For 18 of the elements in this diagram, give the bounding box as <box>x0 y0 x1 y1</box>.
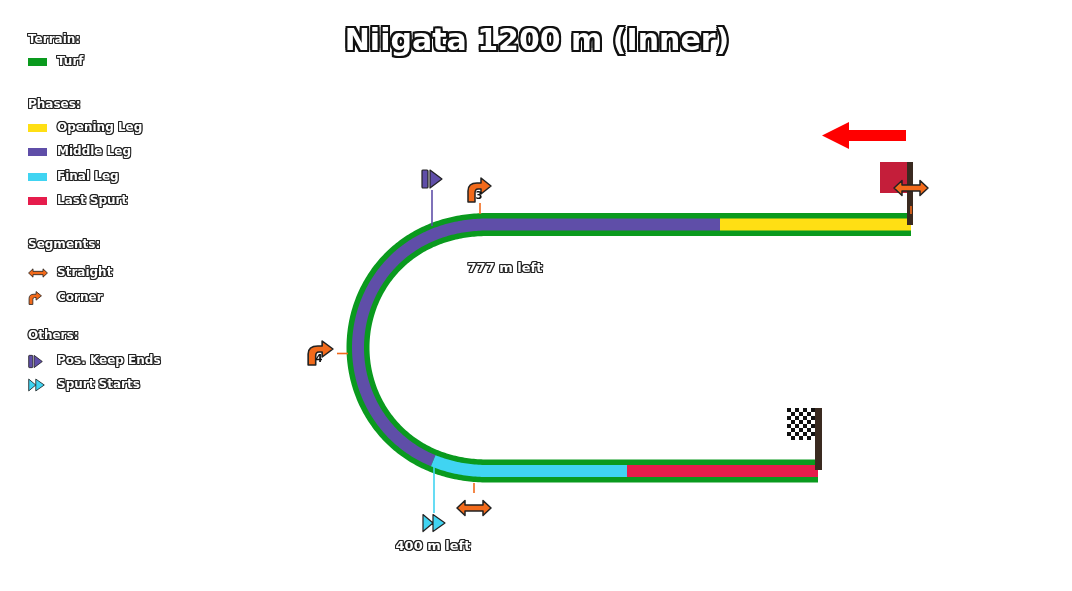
legend-heading: Terrain: <box>28 33 81 47</box>
distance-label: 400 m left <box>395 538 471 554</box>
legend-heading: Segments: <box>28 238 101 252</box>
legend-label: Opening Leg <box>57 121 143 135</box>
corner-number: 4 <box>315 353 323 365</box>
legend-label: Corner <box>57 291 103 305</box>
legend-label: Spurt Starts <box>57 378 140 392</box>
legend-label: Pos. Keep Ends <box>57 354 161 368</box>
title: Niigata 1200 m (Inner) <box>344 22 730 58</box>
legend-label: Final Leg <box>57 170 119 184</box>
distance-label: 777 m left <box>467 260 543 276</box>
legend-label: Last Spurt <box>57 194 128 208</box>
legend-heading: Others: <box>28 329 79 343</box>
legend-label: Middle Leg <box>57 145 132 159</box>
legend-label: Straight <box>57 266 113 280</box>
corner-number: 3 <box>475 190 483 202</box>
legend-heading: Phases: <box>28 98 81 112</box>
legend-label: Turf <box>57 55 84 69</box>
